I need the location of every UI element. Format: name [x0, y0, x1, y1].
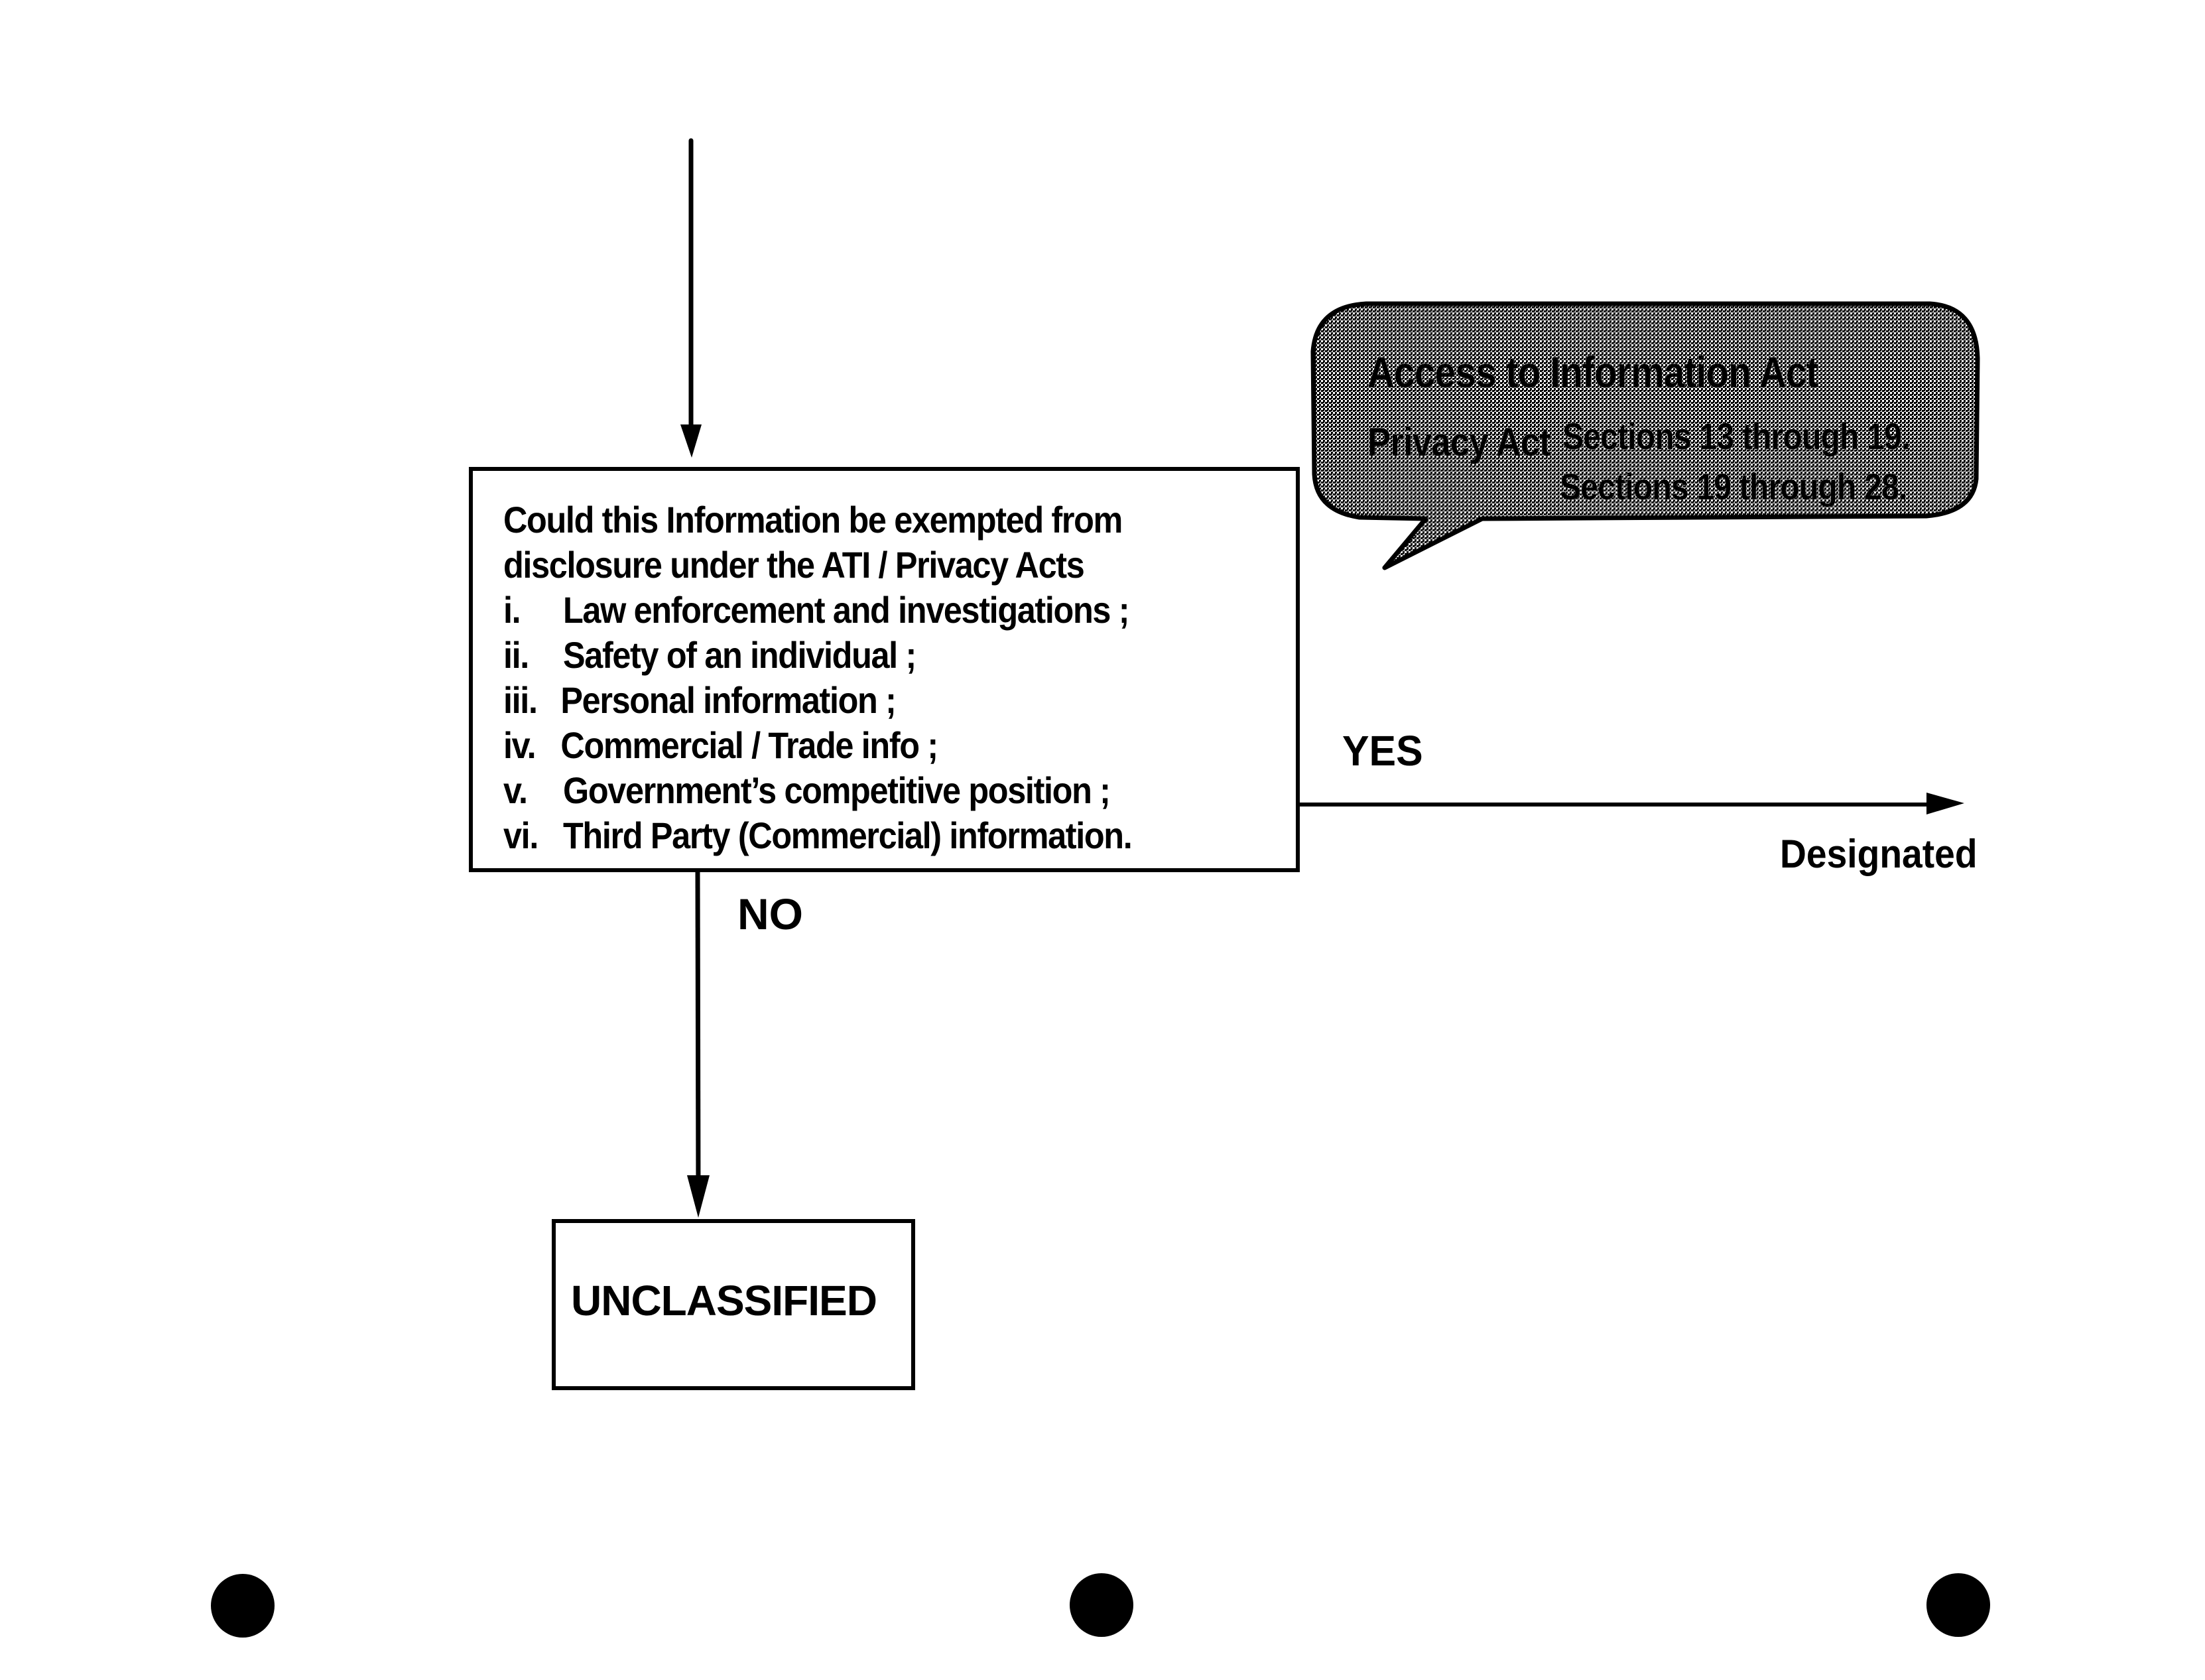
no-branch-label: NO — [737, 889, 803, 938]
yes-arrowhead-icon — [1926, 793, 1964, 814]
callout-act2-title: Privacy Act — [1367, 420, 1551, 464]
exemption-item-text: Safety of an individual ; — [563, 634, 916, 676]
decision-question-line-1: Could this Information be exempted from — [503, 499, 1123, 541]
exemption-item: i. Law enforcement and investigations ; — [503, 588, 1131, 633]
yes-arrow — [1300, 793, 1964, 814]
decision-text: Could this Information be exempted from … — [503, 497, 1133, 858]
callout-bubble — [1310, 301, 1980, 570]
exemption-item-number: vi. — [503, 814, 538, 856]
exemption-item-text: Law enforcement and investigations ; — [563, 589, 1130, 631]
callout-act1-title: Access to Information Act — [1367, 348, 1819, 397]
exemption-item-number: iv. — [503, 724, 536, 766]
exemption-item-text: Personal information ; — [560, 679, 897, 721]
decision-box: Could this Information be exempted from … — [469, 467, 1300, 872]
exemption-item: iii. Personal information ; — [503, 678, 1131, 723]
unclassified-box: UNCLASSIFIED — [552, 1219, 915, 1390]
incoming-arrow — [680, 138, 702, 458]
exemption-item: iv. Commercial / Trade info ; — [503, 723, 1131, 768]
unclassified-label: UNCLASSIFIED — [571, 1277, 877, 1325]
callout-act2-sections: Sections 19 through 28. — [1560, 466, 1907, 507]
exemption-item-number: v. — [503, 769, 528, 811]
no-arrow — [687, 872, 710, 1218]
exemption-item-number: iii. — [503, 679, 538, 721]
callout-act1-sections: Sections 13 through 19. — [1562, 415, 1910, 457]
exemption-item-text: Third Party (Commercial) information. — [563, 814, 1133, 856]
callout-bubble-shape — [1310, 301, 1980, 570]
punch-hole-left-icon — [211, 1574, 275, 1638]
exemption-item: vi. Third Party (Commercial) information. — [503, 813, 1133, 858]
designated-outcome-label: Designated — [1780, 832, 1978, 876]
yes-branch-label: YES — [1342, 727, 1423, 775]
decision-question-line-2: disclosure under the ATI / Privacy Acts — [503, 544, 1085, 586]
exemption-item: ii. Safety of an individual ; — [503, 633, 1131, 678]
punch-hole-right-icon — [1926, 1573, 1990, 1637]
exemption-item-number: i. — [503, 589, 521, 631]
exemption-item-text: Commercial / Trade info ; — [560, 724, 938, 766]
punch-hole-center-icon — [1070, 1573, 1133, 1637]
exemption-item-number: ii. — [503, 634, 529, 676]
no-arrowhead-icon — [687, 1175, 710, 1218]
incoming-arrowhead-icon — [680, 424, 702, 458]
exemption-item-text: Government’s competitive position ; — [563, 769, 1111, 811]
exemption-item: v. Government’s competitive position ; — [503, 768, 1131, 813]
